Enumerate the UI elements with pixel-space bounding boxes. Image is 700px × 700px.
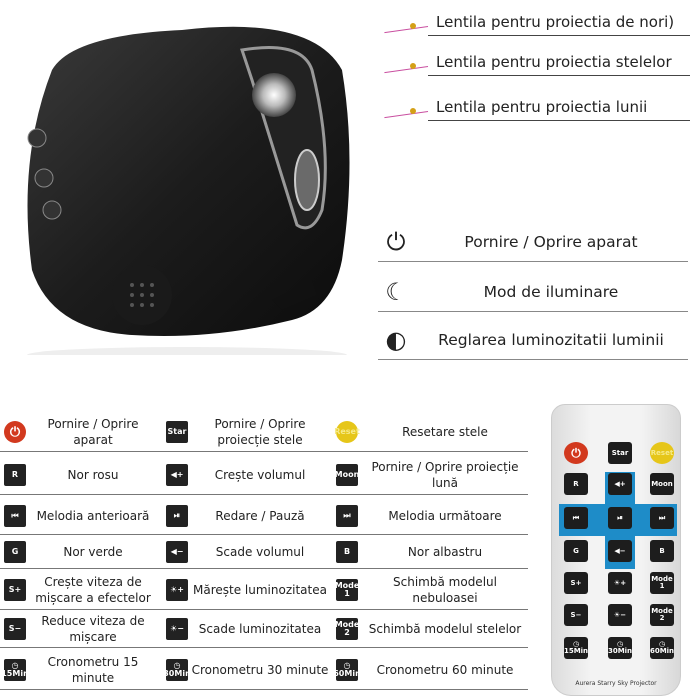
brightness-icon: ◐ — [385, 325, 407, 354]
legend-label: Crește volumul — [214, 467, 306, 482]
remote-mode2-button: Mode 2 — [650, 604, 674, 626]
feature-row: ☾ Mod de iluminare — [378, 272, 688, 312]
lens-pointer — [384, 26, 429, 34]
legend-label: Redare / Pauză — [215, 508, 305, 523]
remote-r-button-button: R — [564, 473, 588, 495]
remote-reset-button-button: Reset — [650, 442, 674, 464]
previous-icon: ⏮ — [4, 505, 26, 527]
legend-label: Scade luminozitatea — [198, 621, 322, 636]
speed-up-icon: S+ — [4, 579, 26, 601]
play-pause-icon: ⏯ — [166, 505, 188, 527]
power-icon: ⏻ — [4, 421, 26, 443]
projector-image — [27, 26, 350, 355]
legend-row: ⏮ Melodia anterioară ⏯ Redare / Pauză ⏭ Melod… — [0, 497, 528, 535]
legend-label: Mărește luminozitatea — [193, 582, 327, 597]
lens-dot — [410, 23, 416, 29]
legend-label: Pornire / Oprire proiecție stele — [214, 416, 306, 447]
remote-brightness-up-button: ☀+ — [608, 572, 632, 594]
feature-row: ◐ Reglarea luminozitatii luminii — [378, 320, 688, 360]
next-icon: ⏭ — [336, 505, 358, 527]
moon-button-icon: Moon — [335, 464, 359, 486]
remote-g-button-button: G — [564, 540, 588, 562]
remote-volume-up-button: ◀+ — [608, 473, 632, 495]
remote-timer-60-button: ◷ 60Min — [650, 637, 674, 659]
lens-pointer — [384, 111, 429, 119]
volume-down-icon: ◀− — [166, 541, 188, 563]
g-button-icon: G — [4, 541, 26, 563]
legend-row: ⏻ Pornire / Oprire aparat Star Pornire / Op… — [0, 412, 528, 452]
brightness-down-icon: ☀− — [166, 618, 188, 640]
lens-pointer — [384, 66, 429, 74]
remote-power-button: ⏻ — [564, 442, 588, 464]
legend-row: S+ Crește viteza de mișcare a efectelor ☀+… — [0, 570, 528, 610]
legend-label: Cronometru 15 minute — [47, 654, 139, 685]
brightness-up-icon: ☀+ — [166, 579, 188, 601]
lens-underline — [428, 35, 690, 36]
volume-up-icon: ◀+ — [166, 464, 188, 486]
remote-mode1-button: Mode 1 — [650, 572, 674, 594]
lens-label: Lentila pentru proiectia lunii — [436, 98, 648, 116]
lens-label: Lentila pentru proiectia stelelor — [436, 53, 672, 71]
feature-row: ⏻ Pornire / Oprire aparat — [378, 222, 688, 262]
remote-moon-button-button: Moon — [650, 473, 674, 495]
legend-label: Reduce viteza de mișcare — [41, 613, 145, 644]
legend-label: Pornire / Oprire proiecție lună — [371, 459, 519, 490]
remote-volume-down-button: ◀− — [608, 540, 632, 562]
legend-label: Cronometru 30 minute — [191, 662, 329, 677]
legend-label: Resetare stele — [402, 424, 488, 439]
remote-b-button-button: B — [650, 540, 674, 562]
feature-label: Reglarea luminozitatii luminii — [438, 330, 664, 349]
mode1-icon: Mode 1 — [335, 579, 359, 601]
b-button-icon: B — [336, 541, 358, 563]
lens-dot — [410, 63, 416, 69]
legend-label: Nor albastru — [407, 544, 483, 559]
timer-15-icon: ◷ 15Min — [1, 659, 29, 681]
remote-timer-15-button: ◷ 15Min — [564, 637, 588, 659]
remote-previous-button: ⏮ — [564, 507, 588, 529]
remote-speed-up-button: S+ — [564, 572, 588, 594]
lens-underline — [428, 75, 690, 76]
legend-label: Crește viteza de mișcare a efectelor — [35, 574, 151, 605]
legend-label: Cronometru 60 minute — [376, 662, 514, 677]
remote-star-button-button: Star — [608, 442, 632, 464]
legend-row: G Nor verde ◀− Scade volumul B Nor albastru — [0, 535, 528, 569]
remote-brand: Aurera Starry Sky Projector — [575, 680, 657, 687]
remote-brightness-down-button: ☀− — [608, 604, 632, 626]
legend-label: Melodia anterioară — [36, 508, 150, 523]
legend-label: Schimbă modelul stelelor — [368, 621, 522, 636]
legend-label: Scade volumul — [215, 544, 305, 559]
remote-next-button: ⏭ — [650, 507, 674, 529]
remote-play-pause-button: ⏯ — [608, 507, 632, 529]
legend-label: Nor verde — [63, 544, 123, 559]
feature-label: Mod de iluminare — [483, 282, 619, 301]
legend-label: Nor rosu — [67, 467, 119, 482]
power-icon: ⏻ — [386, 227, 406, 256]
lens-underline — [428, 120, 690, 121]
legend-label: Schimbă modelul nebuloasei — [393, 574, 497, 605]
timer-60-icon: ◷ 60Min — [333, 659, 361, 681]
legend-row: R Nor rosu ◀+ Crește volumul Moon Pornire / O… — [0, 455, 528, 495]
r-button-icon: R — [4, 464, 26, 486]
feature-label: Pornire / Oprire aparat — [464, 232, 638, 251]
star-button-icon: Star — [166, 421, 188, 443]
lens-dot — [410, 108, 416, 114]
speed-down-icon: S− — [4, 618, 26, 640]
timer-30-icon: ◷ 30Min — [163, 659, 191, 681]
lens-label: Lentila pentru proiectia de nori) — [436, 13, 675, 31]
reset-button-icon: Reset — [334, 421, 360, 443]
legend-label: Pornire / Oprire aparat — [47, 416, 139, 447]
legend-label: Melodia următoare — [388, 508, 502, 523]
remote-timer-30-button: ◷ 30Min — [608, 637, 632, 659]
mode2-icon: Mode 2 — [335, 618, 359, 640]
legend-row: S− Reduce viteza de mișcare ☀− Scade lumino… — [0, 610, 528, 648]
moon-stars-icon: ☾ — [385, 277, 407, 306]
remote-speed-down-button: S− — [564, 604, 588, 626]
